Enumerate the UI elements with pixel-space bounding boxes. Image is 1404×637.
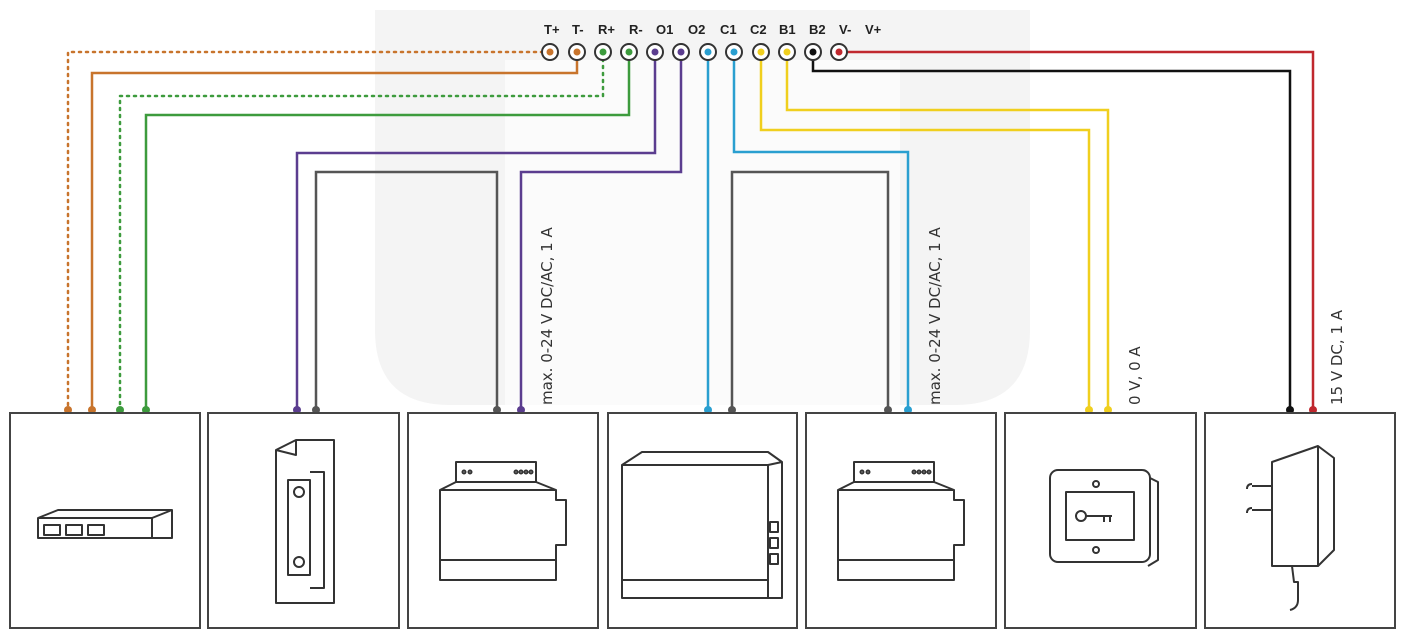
wire-c2	[732, 52, 910, 410]
terminal-c2	[725, 43, 743, 61]
control-unit-icon	[621, 451, 783, 599]
terminal-c1	[699, 43, 717, 61]
background-watermark-notch	[505, 60, 900, 405]
wire-r-minus	[144, 52, 631, 410]
terminal-b2	[778, 43, 796, 61]
terminal-r-minus	[620, 43, 638, 61]
device-exit-button	[1004, 412, 1197, 629]
terminals	[541, 43, 848, 61]
wire-v-minus	[811, 52, 1292, 410]
spec-button: 0 V, 0 A	[1126, 346, 1144, 405]
power-adapter-icon	[1246, 445, 1335, 611]
spec-relay-b: max. 0-24 V DC/AC, 1 A	[926, 227, 944, 405]
wires	[66, 50, 1315, 412]
device-control-unit	[607, 412, 798, 629]
wire-t-plus	[66, 50, 552, 412]
terminal-b1	[752, 43, 770, 61]
terminal-label-b2: B2	[809, 22, 826, 37]
wire-b1	[759, 52, 1091, 410]
device-network-switch	[9, 412, 201, 629]
din-relay-icon	[439, 461, 567, 581]
terminal-label-c2: C2	[750, 22, 767, 37]
wire-r-plus	[118, 50, 605, 412]
device-relay-2	[805, 412, 997, 629]
terminal-label-b1: B1	[779, 22, 796, 37]
terminal-t-minus	[568, 43, 586, 61]
terminal-v-minus	[804, 43, 822, 61]
terminal-t-plus	[541, 43, 559, 61]
wire-t-minus	[90, 52, 579, 410]
terminal-label-v-minus: V-	[839, 22, 851, 37]
device-power-supply	[1204, 412, 1396, 629]
terminal-o1	[646, 43, 664, 61]
terminal-labels: T+ T- R+ R- O1 O2 C1 C2 B1 B2 V- V+	[544, 22, 882, 37]
terminal-label-o1: O1	[656, 22, 673, 37]
terminal-label-t-plus: T+	[544, 22, 560, 37]
spec-relay-a: max. 0-24 V DC/AC, 1 A	[538, 227, 556, 405]
key-button-icon	[1049, 469, 1159, 567]
network-switch-icon	[37, 509, 173, 539]
terminal-label-r-minus: R-	[629, 22, 643, 37]
door-strike-icon	[275, 439, 335, 604]
terminal-label-c1: C1	[720, 22, 737, 37]
wire-unit-return	[730, 170, 890, 410]
terminal-label-r-plus: R+	[598, 22, 615, 37]
terminal-label-o2: O2	[688, 22, 705, 37]
device-door-strike	[207, 412, 400, 629]
terminal-label-t-minus: T-	[572, 22, 584, 37]
device-relay-1	[407, 412, 599, 629]
spec-power: 15 V DC, 1 A	[1328, 309, 1346, 405]
wire-b2	[785, 52, 1110, 410]
wire-strike-return	[314, 170, 499, 410]
din-relay-icon	[837, 461, 965, 581]
wire-v-plus	[839, 50, 1315, 410]
terminal-o2	[672, 43, 690, 61]
wire-o2	[519, 52, 683, 410]
terminal-v-plus	[830, 43, 848, 61]
terminal-r-plus	[594, 43, 612, 61]
wire-o1	[295, 52, 657, 410]
terminal-label-v-plus: V+	[865, 22, 882, 37]
